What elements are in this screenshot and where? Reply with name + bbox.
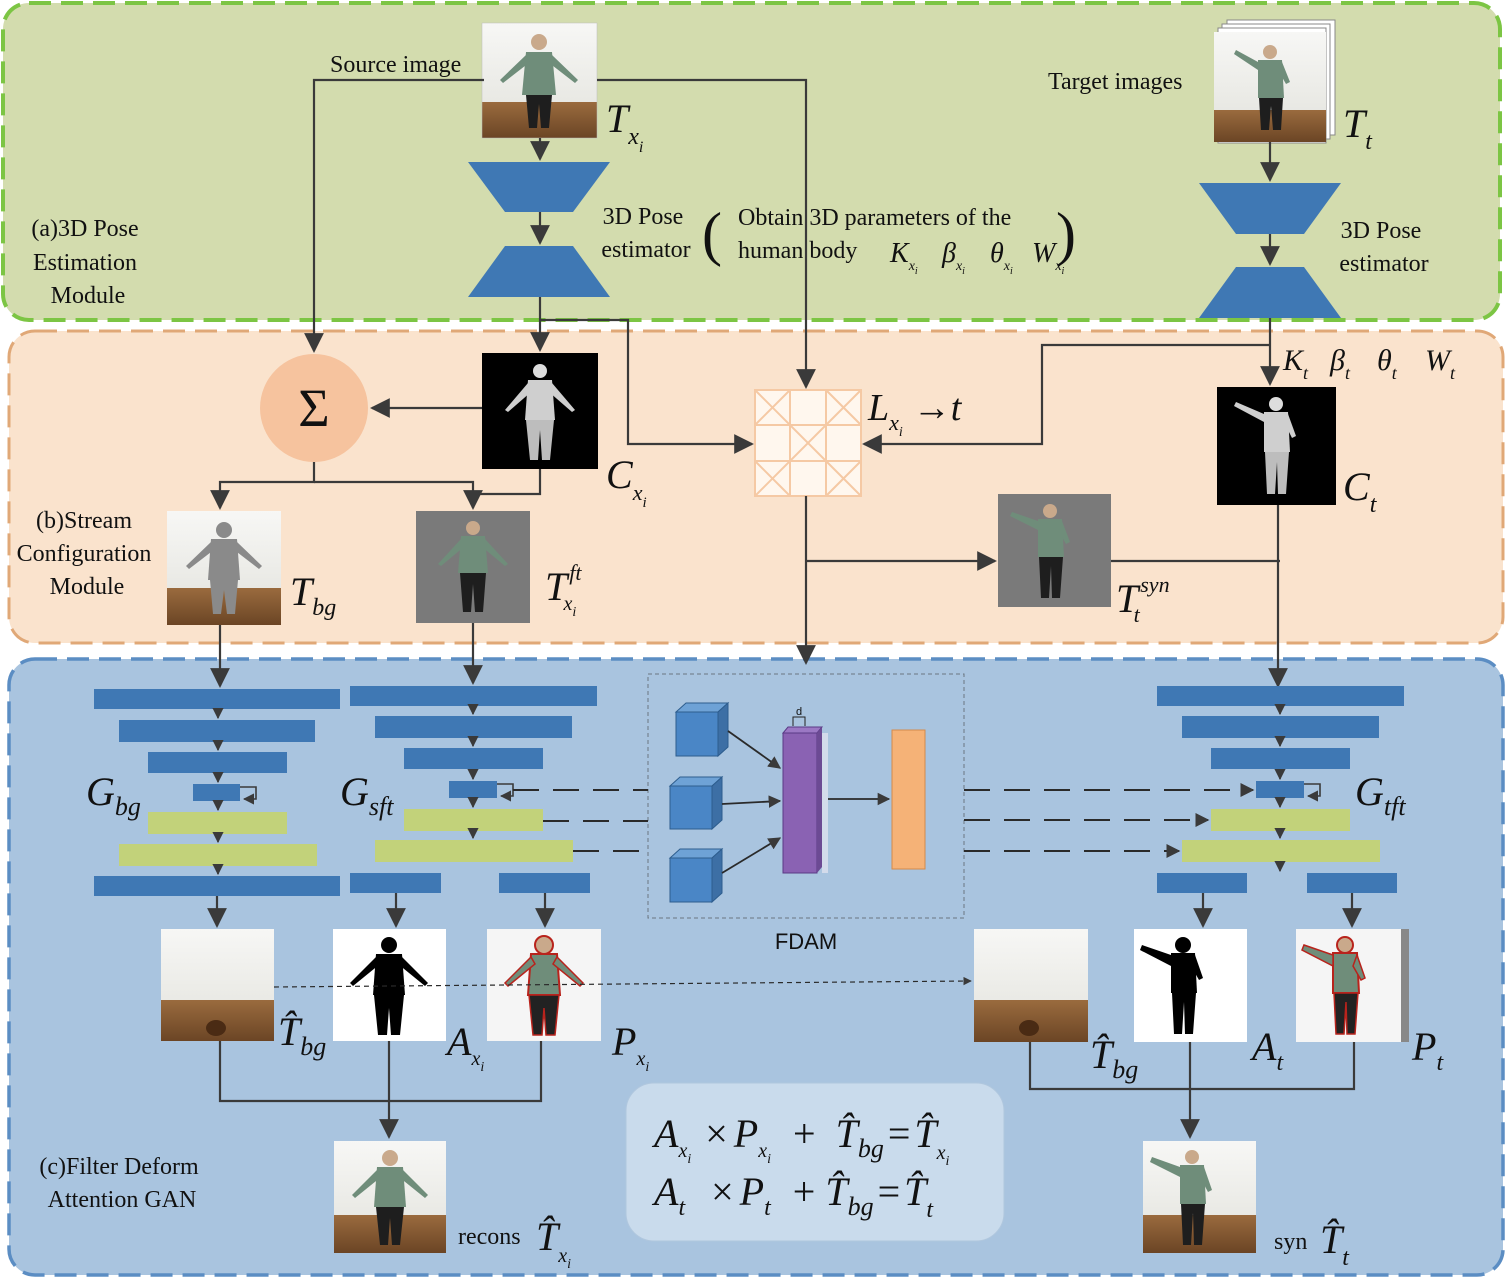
That-bg-left-symbol: T̂bg: [278, 1009, 326, 1061]
A-left-symbol: Axi: [444, 1019, 484, 1075]
target-images-label: Target images: [1048, 69, 1183, 95]
bg-output-right: [974, 929, 1088, 1042]
G-tft-symbol: Gtft: [1355, 769, 1406, 821]
recons-label: recons: [458, 1224, 521, 1250]
equation-box: [625, 1082, 1005, 1242]
pose-encoder-left: [468, 162, 610, 212]
G-sft-symbol: Gsft: [340, 769, 394, 821]
module-a-label: (a)3D Pose Estimation Module: [31, 216, 144, 309]
mesh-target: [1217, 387, 1336, 505]
attention-mask-left: [333, 929, 446, 1041]
sum-node: [260, 354, 368, 462]
generator-tft: [1157, 686, 1404, 893]
synthesized-foreground: [998, 494, 1111, 607]
module-b-label: (b)Stream Configuration Module: [17, 508, 158, 600]
source-image-label: Source image: [330, 52, 461, 78]
C-src-symbol: Cxi: [606, 452, 647, 511]
synthesized-image: [1143, 1141, 1256, 1253]
deformation-grid: [754, 389, 862, 497]
estimator-right-label: 3D Pose estimator: [1339, 218, 1428, 277]
bg-output-left: [161, 929, 274, 1041]
G-bg-symbol: Gbg: [86, 769, 141, 821]
estimator-left-label: 3D Pose estimator: [601, 204, 690, 263]
reconstructed-image: [334, 1141, 446, 1253]
A-right-symbol: At: [1249, 1024, 1284, 1076]
P-left-symbol: Pxi: [611, 1019, 649, 1075]
syn-label: syn: [1274, 1229, 1307, 1255]
L-symbol: Lxi→t: [867, 387, 963, 440]
T-src-symbol: Txi: [606, 96, 643, 156]
fdam-label: FDAM: [775, 929, 837, 954]
pose-decoder-right: [1199, 267, 1341, 318]
mesh-source: [482, 353, 598, 469]
pose-decoder-left: [468, 246, 610, 297]
That-bg-right-symbol: T̂bg: [1090, 1032, 1138, 1084]
foreground-image: [416, 511, 530, 623]
P-right-symbol: Pt: [1411, 1024, 1444, 1076]
generator-sft: [350, 686, 597, 893]
bg-share-link: [273, 976, 972, 988]
C-tgt-symbol: Ct: [1343, 464, 1378, 518]
pose-encoder-right: [1199, 183, 1341, 234]
background-image: [167, 511, 281, 625]
person-output-right: [1296, 929, 1409, 1042]
paren-close: ): [1056, 201, 1076, 267]
module-c-label: (c)Filter Deform Attention GAN: [39, 1154, 204, 1213]
obtain-line1: Obtain 3D parameters of the: [738, 205, 1011, 231]
params-tgt: Kt βt θt Wt: [1282, 344, 1456, 386]
T-tgt-symbol: Tt: [1343, 101, 1373, 155]
params-src: Kxi βxi θxi Wxi: [889, 238, 1065, 281]
target-images: [1214, 19, 1336, 144]
fdam-d-label: d: [796, 706, 802, 718]
generator-bg: [94, 689, 340, 896]
fdam-block: d: [647, 673, 965, 919]
T-bg-symbol: Tbg: [290, 569, 336, 621]
attention-mask-right: [1134, 929, 1247, 1042]
sum-symbol: Σ: [298, 378, 329, 438]
source-image: [481, 22, 598, 139]
module-a-panel: [1, 1, 1502, 322]
paren-open: (: [702, 201, 722, 267]
obtain-line2: human body: [738, 238, 857, 264]
